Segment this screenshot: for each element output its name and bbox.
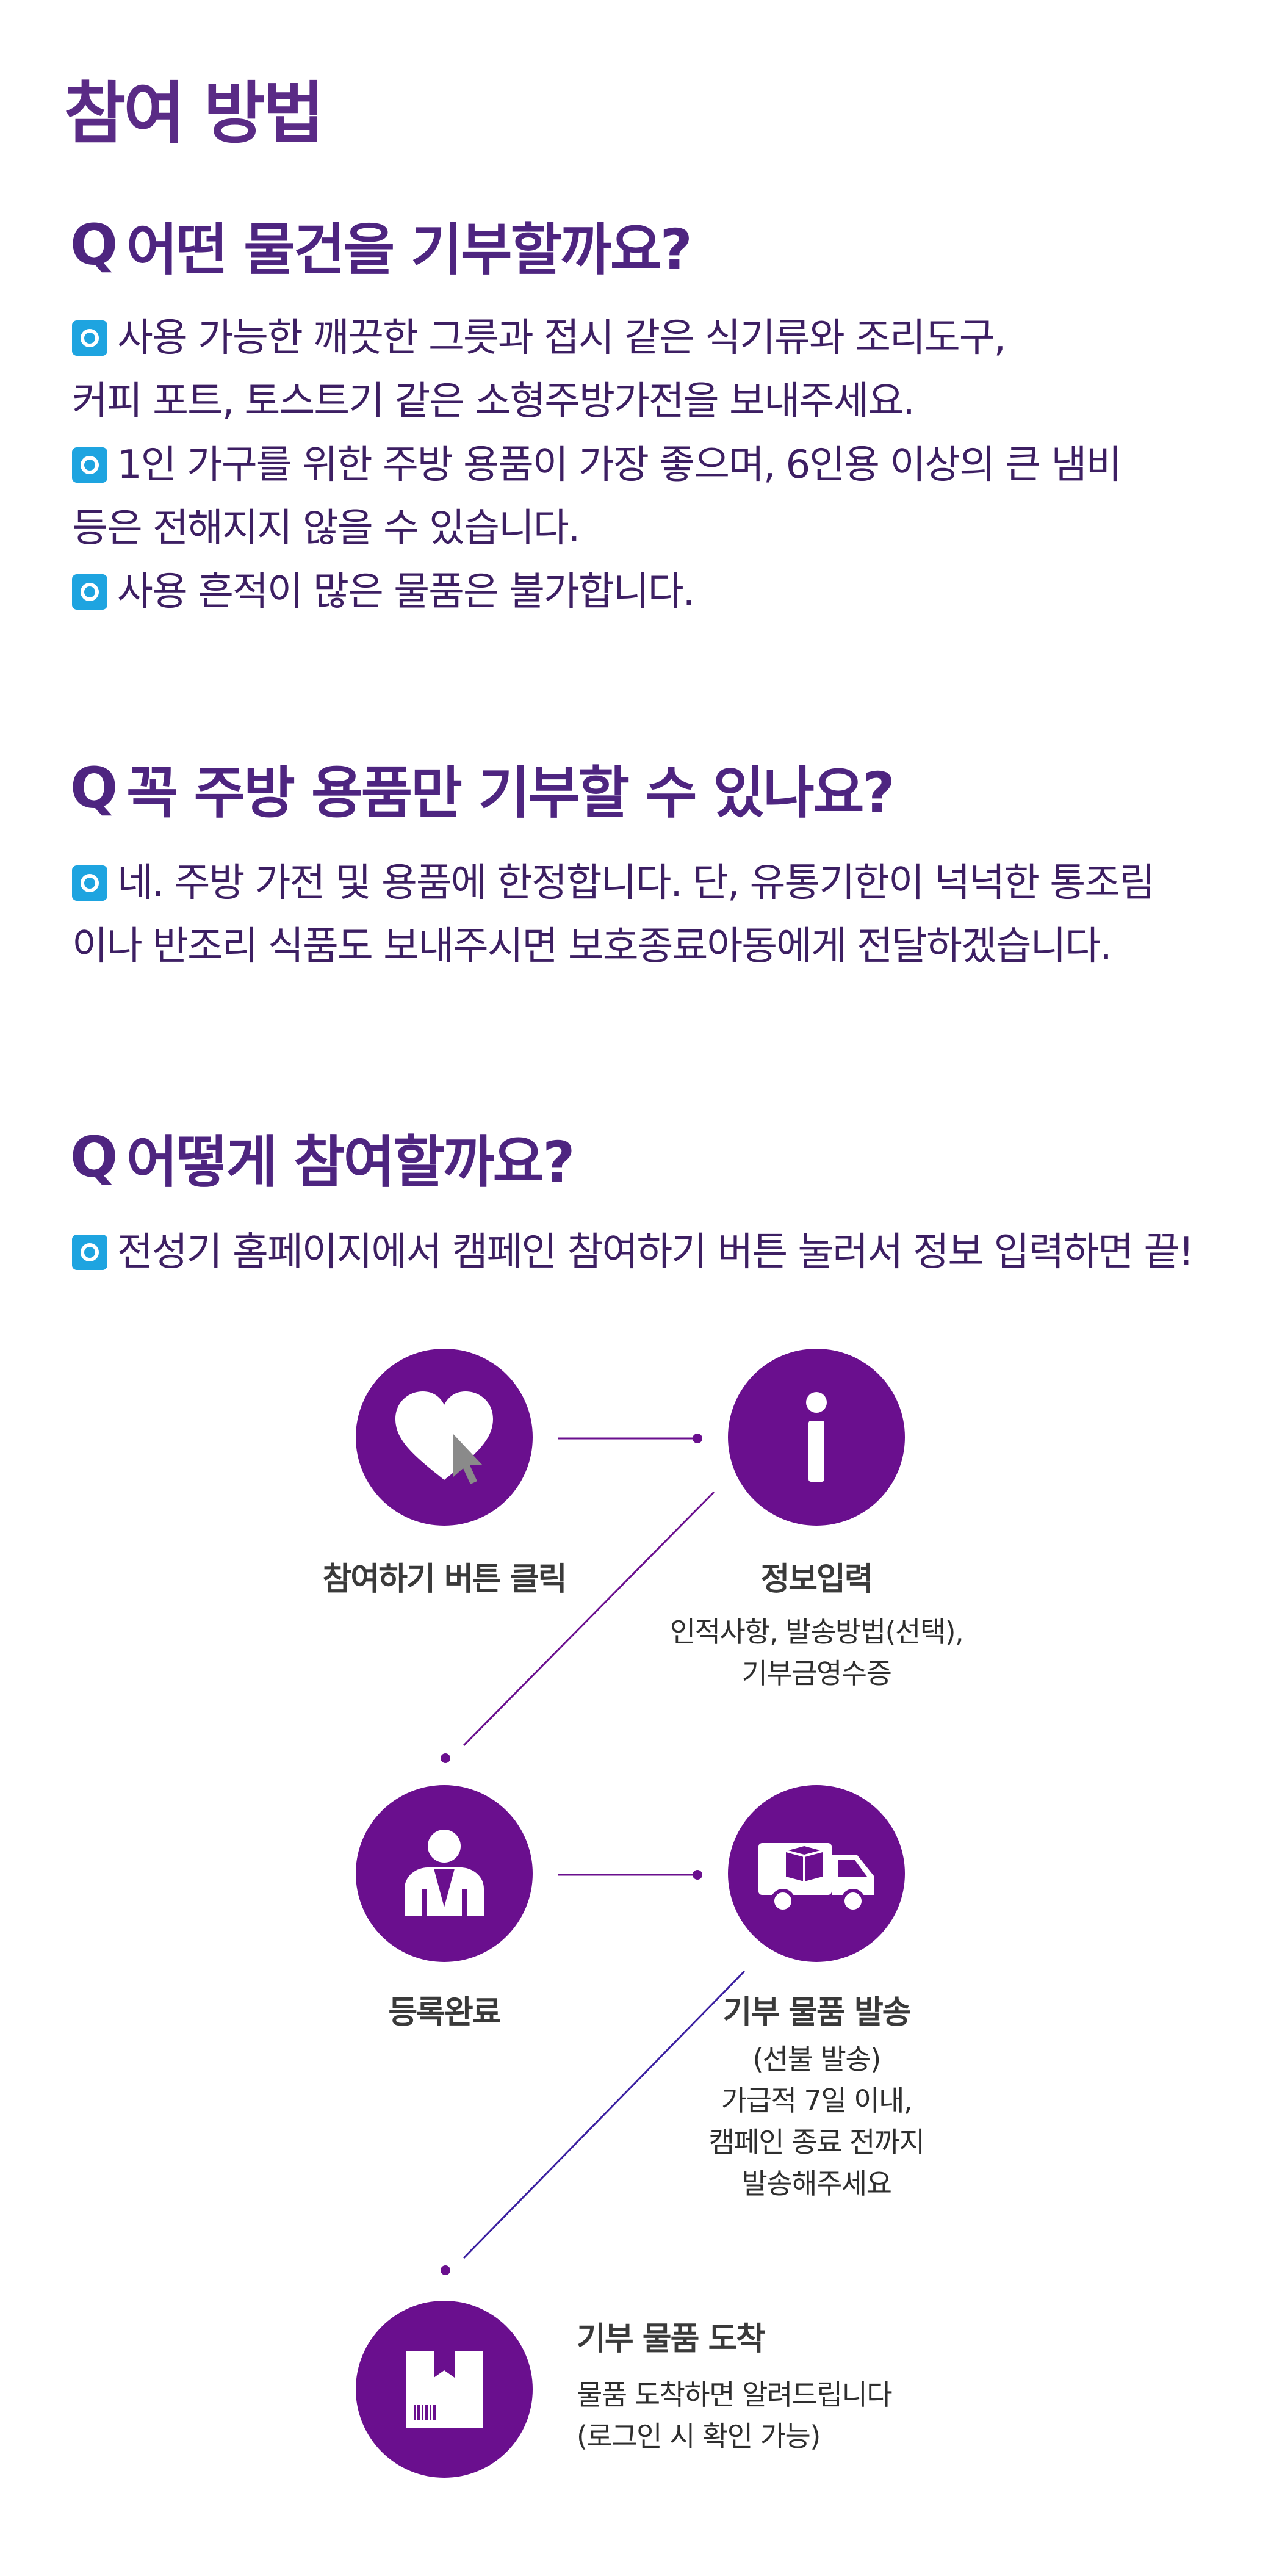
answer-line: 전성기 홈페이지에서 캠페인 참여하기 버튼 눌러서 정보 입력하면 끝! (72, 1221, 1194, 1284)
bullet-icon (72, 574, 107, 610)
step-description: 인적사항, 발송방법(선택), 기부금영수증 (669, 1615, 964, 1690)
answer-line: 사용 흔적이 많은 물품은 불가합니다. (72, 560, 1120, 624)
answer-line: 이나 반조리 식품도 보내주시면 보호종료아동에게 전달하겠습니다. (72, 924, 1112, 969)
page-title: 참여 방법 (64, 74, 325, 153)
bullet-icon (72, 865, 107, 901)
info-icon (806, 1392, 827, 1482)
connector-line (463, 1970, 746, 2259)
answer-line: 사용 가능한 깨끗한 그릇과 접시 같은 식기류와 조리도구, (72, 306, 1120, 370)
step-circle-arrival (356, 2301, 533, 2478)
bullet-icon (72, 320, 107, 356)
delivery-truck-icon (758, 1843, 874, 1913)
person-icon (405, 1830, 484, 1916)
connector-dot (693, 1434, 702, 1443)
bullet-icon (72, 1235, 107, 1270)
heart-cursor-icon (395, 1391, 493, 1484)
question-heading-1: Q 어떤 물건을 기부할까요? (70, 204, 693, 286)
step-title: 기부 물품 도착 (577, 2321, 765, 2358)
step-title: 정보입력 (760, 1561, 873, 1598)
answer-block-3: 전성기 홈페이지에서 캠페인 참여하기 버튼 눌러서 정보 입력하면 끝! (72, 1221, 1194, 1284)
step-circle-participate (356, 1349, 533, 1526)
answer-line: 등은 전해지지 않을 수 있습니다. (72, 506, 580, 551)
answer-line: 네. 주방 가전 및 용품에 한정합니다. 단, 유통기한이 넉넉한 통조림 (72, 851, 1155, 915)
step-title: 참여하기 버튼 클릭 (322, 1561, 567, 1598)
question-text: 꼭 주방 용품만 기부할 수 있나요? (126, 760, 895, 826)
answer-block-2: 네. 주방 가전 및 용품에 한정합니다. 단, 유통기한이 넉넉한 통조림 이… (72, 851, 1155, 978)
question-heading-2: Q 꼭 주방 용품만 기부할 수 있나요? (70, 748, 895, 829)
step-circle-registered (356, 1785, 533, 1962)
step-description: 물품 도착하면 알려드립니다 (로그인 시 확인 가능) (577, 2378, 893, 2453)
connector-line (463, 1491, 715, 1747)
question-text: 어떤 물건을 기부할까요? (126, 217, 693, 283)
step-title: 기부 물품 발송 (722, 1994, 911, 2031)
connector-dot (441, 1753, 450, 1763)
answer-line: 커피 포트, 토스트기 같은 소형주방가전을 보내주세요. (72, 379, 915, 424)
step-title: 등록완료 (388, 1994, 501, 2031)
step-description: (선불 발송) 가급적 7일 이내, 캠페인 종료 전까지 발송해주세요 (708, 2043, 925, 2200)
bullet-icon (72, 447, 107, 483)
step-circle-info (728, 1349, 905, 1526)
step-circle-shipping (728, 1785, 905, 1962)
question-text: 어떻게 참여할까요? (126, 1130, 575, 1195)
connector-dot (693, 1870, 702, 1880)
connector-dot (441, 2265, 450, 2275)
question-heading-3: Q 어떻게 참여할까요? (70, 1117, 575, 1198)
answer-line: 1인 가구를 위한 주방 용품이 가장 좋으며, 6인용 이상의 큰 냄비 (72, 433, 1122, 497)
answer-block-1: 사용 가능한 깨끗한 그릇과 접시 같은 식기류와 조리도구, 커피 포트, 토… (72, 306, 1122, 624)
package-box-icon (406, 2351, 483, 2428)
